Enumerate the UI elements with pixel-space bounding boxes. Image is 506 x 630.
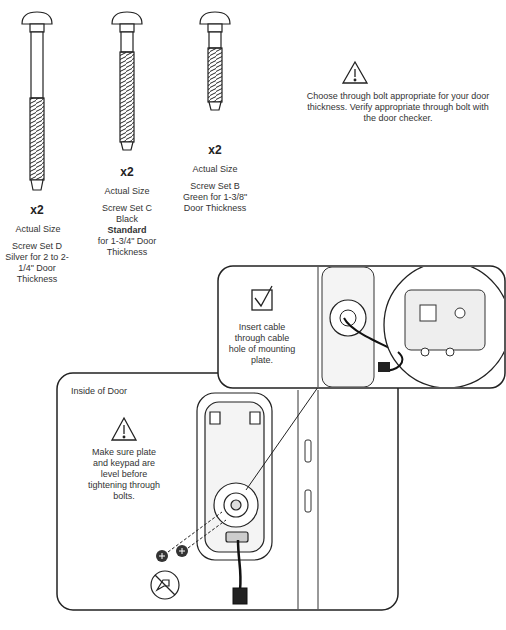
warning-icon <box>343 62 367 83</box>
check-icon <box>252 286 272 310</box>
warning-icon <box>112 418 136 440</box>
screws <box>22 12 230 190</box>
screw-set-spec: Screw Set B Green for 1-3/8" Door Thickn… <box>182 181 248 214</box>
screw-set-spec: for 1-3/4" Door Thickness <box>91 236 163 258</box>
size-note: Actual Size <box>180 164 250 175</box>
screw-set-spec-bold: Standard <box>92 225 162 236</box>
instruction-text: Make sure plate and keypad are level bef… <box>85 447 163 502</box>
warning-note: Choose through bolt appropriate for your… <box>300 91 496 124</box>
panel-outline <box>57 373 398 610</box>
cable <box>233 540 247 604</box>
panel-heading: Inside of Door <box>71 386 181 397</box>
quantity: x2 <box>7 203 67 217</box>
size-note: Actual Size <box>3 224 73 235</box>
size-note: Actual Size <box>92 186 162 197</box>
through-bolts <box>156 512 226 562</box>
zoom-detail <box>318 267 504 387</box>
door-edge <box>298 390 318 609</box>
instruction-panel: Insert cable through cable hole of mount… <box>218 266 505 388</box>
instruction-panel: Inside of DoorMake sure plate and keypad… <box>57 373 398 610</box>
screw-set-spec: Screw Set D Silver for 2 to 2-1/4" Door … <box>4 241 70 285</box>
mounting-plate <box>197 393 272 560</box>
no-power-tool-icon <box>151 571 179 599</box>
instruction-text: Insert cable through cable hole of mount… <box>226 322 298 366</box>
quantity: x2 <box>97 165 157 179</box>
screw-set-spec: Screw Set C Black <box>96 203 158 225</box>
quantity: x2 <box>185 143 245 157</box>
